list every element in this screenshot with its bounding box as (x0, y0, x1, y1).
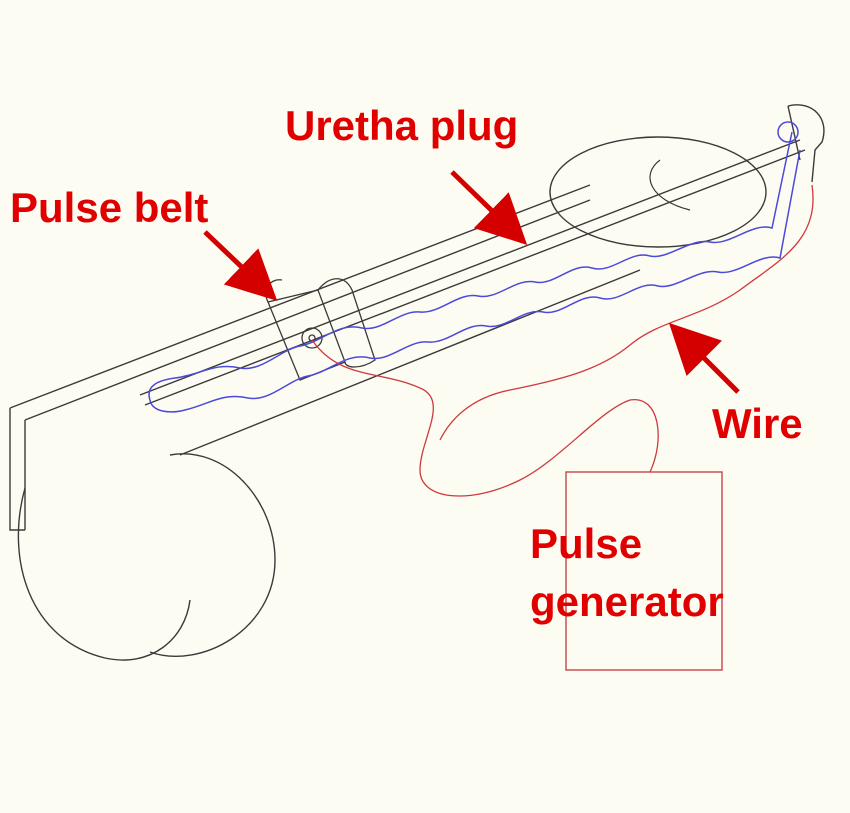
pulse-belt-label: Pulse belt (10, 184, 209, 231)
urethra-plug (148, 121, 801, 413)
pulse-generator-box (565, 471, 723, 671)
scrotum-outline (17, 453, 276, 661)
wire-label: Wire (712, 400, 803, 447)
pulse-belt (265, 278, 376, 381)
plug-cap (787, 104, 825, 183)
pulse-generator-label-line1: Pulse (530, 520, 643, 567)
glans-outline (549, 136, 767, 248)
glans-inner-curve (649, 159, 691, 211)
arrow-wire (668, 322, 740, 394)
signal-wire (311, 184, 814, 497)
callout-arrows (203, 170, 740, 394)
urethra-plug-label: Uretha plug (285, 102, 519, 149)
pulse-generator-label-line2: generator (530, 578, 724, 625)
arrow-pulse-belt (203, 230, 278, 301)
arrow-urethra-plug (450, 170, 528, 245)
